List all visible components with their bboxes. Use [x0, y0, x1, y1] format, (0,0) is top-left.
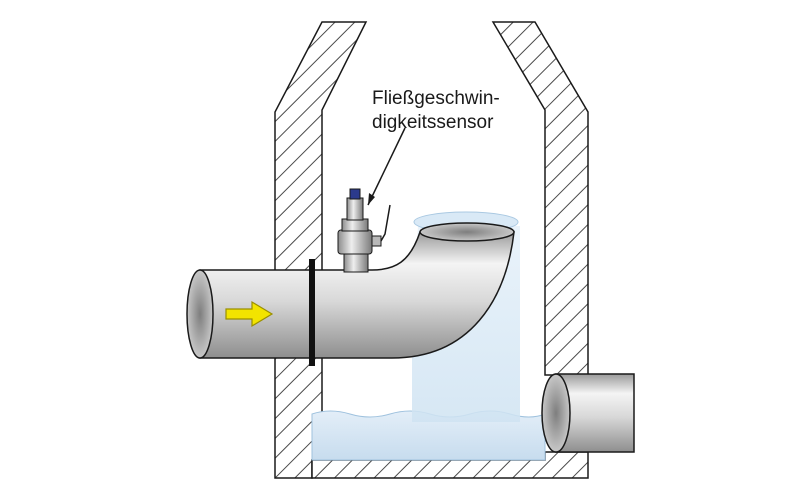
wall-flange [309, 259, 315, 366]
sensor-label-line1: Fließgeschwin- [372, 88, 500, 109]
inlet-pipe [186, 222, 515, 366]
outlet-pipe [541, 373, 635, 453]
elbow-opening [419, 222, 515, 242]
label-pointer-head [368, 193, 375, 205]
shaft-walls [274, 21, 589, 479]
flow-arrow [225, 300, 274, 328]
flow-velocity-sensor [337, 188, 391, 273]
sensor-label-line2: digkeitssensor [372, 112, 494, 133]
label-pointer [367, 127, 406, 206]
inlet-pipe-body [199, 231, 515, 359]
inlet-opening [186, 269, 214, 359]
